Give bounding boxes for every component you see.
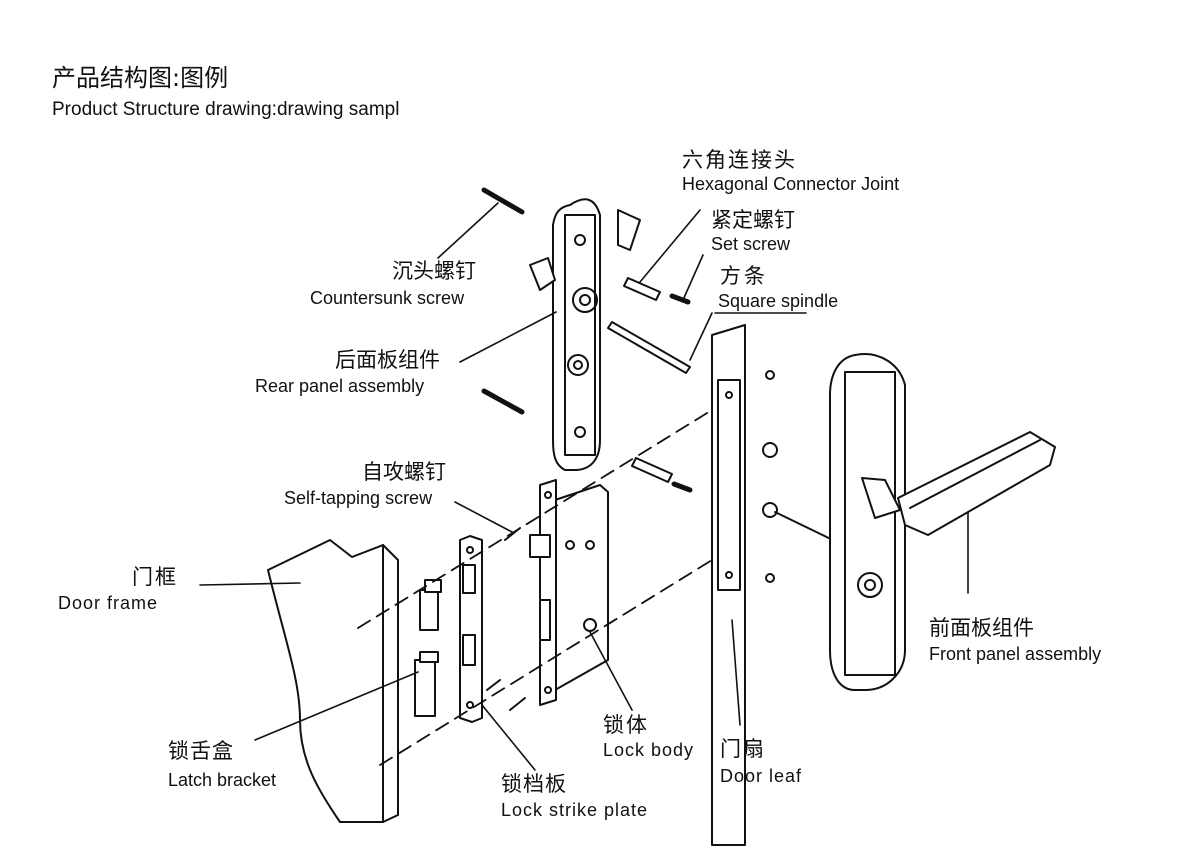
hex-joint-label-en: Hexagonal Connector Joint [682, 174, 900, 194]
door-leaf-label-en: Door leaf [720, 766, 803, 786]
door-leaf-part [711, 324, 778, 846]
set-screw-label-en: Set screw [711, 234, 791, 254]
square-spindle-label-cn: 方条 [720, 264, 768, 288]
door-leaf-label-cn: 门扇 [720, 737, 766, 761]
set-screw-label-cn: 紧定螺钉 [711, 208, 795, 232]
front-panel-part [829, 353, 1056, 691]
rear-panel-label-cn: 后面板组件 [335, 348, 440, 372]
front-panel-label-cn: 前面板组件 [929, 616, 1034, 640]
page-title-en: Product Structure drawing:drawing sampl [52, 99, 400, 120]
self-tapping-label-en: Self-tapping screw [284, 488, 433, 508]
latch-bracket-label-cn: 锁舌盒 [168, 739, 234, 763]
latch-bracket-part [414, 579, 442, 717]
set-screws [669, 293, 693, 493]
hex-connector-joints [623, 277, 673, 483]
lock-strike-plate-part [459, 535, 483, 723]
rear-panel-label-en: Rear panel assembly [255, 376, 425, 396]
leader-lines [199, 202, 969, 771]
lock-body-part [529, 479, 609, 706]
lock-body-label-cn: 锁体 [603, 713, 649, 737]
door-frame-part [267, 539, 399, 823]
front-panel-label-en: Front panel assembly [929, 644, 1102, 664]
self-tapping-screws [486, 527, 526, 711]
page-title-cn: 产品结构图:图例 [52, 64, 229, 92]
latch-bracket-label-en: Latch bracket [168, 770, 277, 790]
lock-body-label-en: Lock body [603, 740, 695, 760]
hex-joint-label-cn: 六角连接头 [682, 148, 797, 172]
countersunk-label-en: Countersunk screw [310, 288, 465, 308]
countersunk-screws [481, 187, 525, 415]
door-frame-label-cn: 门框 [132, 565, 178, 589]
square-spindle-label-en: Square spindle [718, 291, 839, 311]
self-tapping-label-cn: 自攻螺钉 [362, 460, 446, 484]
strike-plate-label-cn: 锁档板 [501, 772, 567, 796]
countersunk-label-cn: 沉头螺钉 [392, 259, 476, 283]
door-frame-label-en: Door frame [58, 593, 159, 613]
strike-plate-label-en: Lock strike plate [501, 800, 649, 820]
alignment-lines [357, 409, 713, 766]
rear-panel-part [529, 198, 641, 471]
